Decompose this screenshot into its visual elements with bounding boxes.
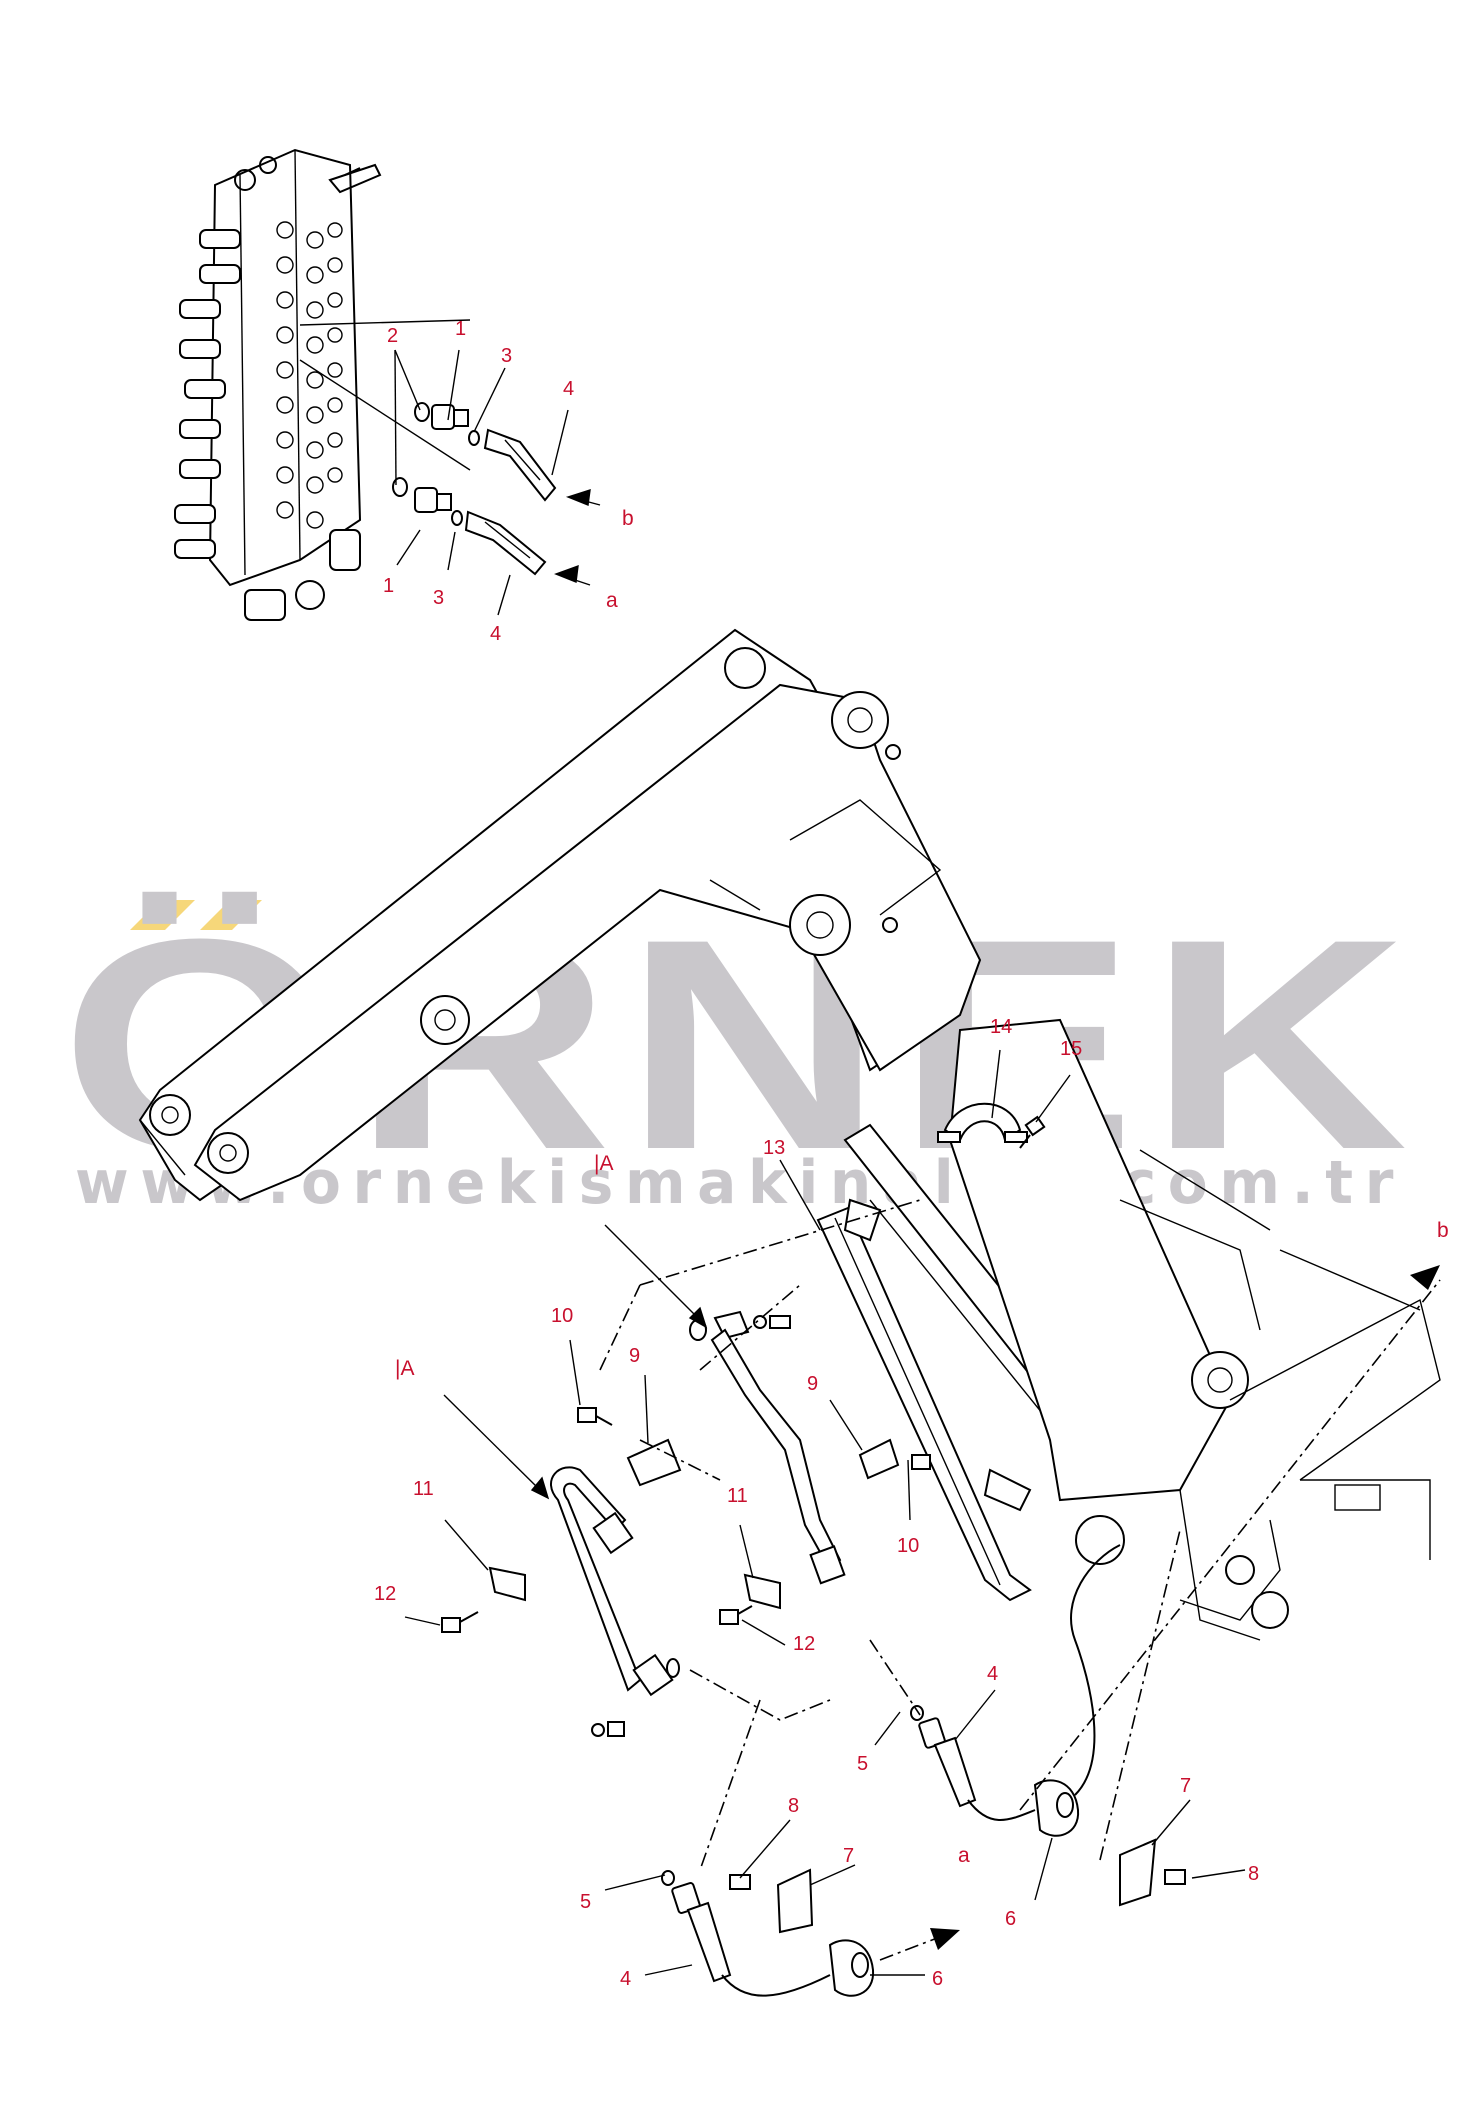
plate-11-right [743, 1573, 781, 1610]
callout-6: 6 [1005, 1908, 1016, 1930]
callouts: 2 1 3 4 b 1 3 4 a 14 15 13 |A 10 9 9 |A … [374, 318, 1449, 1990]
clamp-14 [937, 1102, 1028, 1143]
callout-14: 14 [990, 1016, 1012, 1038]
callout-8: 8 [788, 1795, 799, 1817]
callout-5: 5 [857, 1753, 868, 1775]
boom-arm [138, 628, 982, 1202]
callout-9: 9 [807, 1373, 818, 1395]
callout-5: 5 [580, 1891, 591, 1913]
callout-10: 10 [897, 1535, 919, 1557]
callout-11: 11 [413, 1478, 434, 1500]
watermark-accent-mark [130, 900, 195, 930]
callout-4: 4 [620, 1968, 631, 1990]
callout-6: 6 [932, 1968, 943, 1990]
plate-11-left [488, 1566, 526, 1602]
arrow-a [930, 1928, 960, 1950]
callout-1: 1 [455, 318, 466, 340]
callout-b: b [622, 507, 634, 530]
control-valve [174, 148, 382, 621]
callout-7: 7 [1180, 1775, 1191, 1797]
view-label-a: |A [395, 1357, 414, 1380]
pipe-assembly-left [550, 1466, 680, 1737]
valve-fittings-top [414, 402, 557, 502]
callout-2: 2 [387, 325, 398, 347]
watermark-accent-mark [200, 900, 262, 930]
pipe-assembly-right [689, 1310, 846, 1585]
callout-a: a [606, 589, 618, 612]
bracket-7-bottom [729, 1868, 814, 1934]
callout-4: 4 [490, 623, 501, 645]
callout-8: 8 [1248, 1863, 1259, 1885]
callout-12: 12 [374, 1583, 396, 1605]
callout-9: 9 [629, 1345, 640, 1367]
hose-assembly-bottom [661, 1870, 875, 1997]
callout-3: 3 [433, 587, 444, 609]
arrow-b [1410, 1265, 1440, 1290]
bracket-7-right [1119, 1838, 1186, 1907]
clamp-9-right [858, 1438, 931, 1480]
callout-3: 3 [501, 345, 512, 367]
callout-12: 12 [793, 1633, 815, 1655]
hose-assembly-mid [910, 1544, 1121, 1837]
callout-4: 4 [563, 378, 574, 400]
callout-13: 13 [763, 1137, 785, 1159]
bolt-15 [1019, 1115, 1046, 1149]
callout-1: 1 [383, 575, 394, 597]
valve-leaders [299, 319, 601, 616]
bolt-12-right [719, 1605, 753, 1625]
clamp-9-left [577, 1407, 682, 1487]
pipe-guard [816, 1198, 1032, 1602]
reference-lines [599, 1199, 1441, 1961]
callout-11: 11 [727, 1485, 748, 1507]
callout-7: 7 [843, 1845, 854, 1867]
bolt-12-left [441, 1611, 479, 1633]
callout-10: 10 [551, 1305, 573, 1327]
callout-b: b [1437, 1219, 1449, 1242]
callout-a: a [958, 1844, 970, 1867]
callout-leaders [404, 1049, 1246, 1976]
valve-fittings-bottom [392, 477, 547, 576]
callout-15: 15 [1060, 1038, 1082, 1060]
callout-4: 4 [987, 1663, 998, 1685]
view-label-a: |A [594, 1152, 613, 1175]
